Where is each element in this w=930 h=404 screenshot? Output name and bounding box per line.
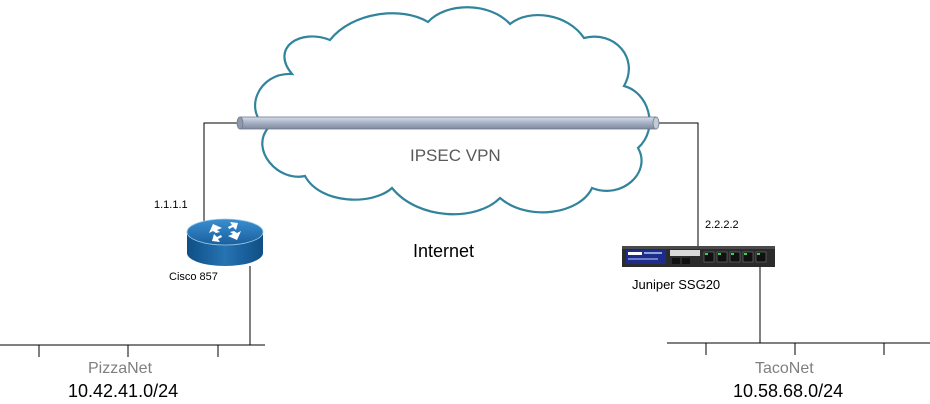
wan-link-juniper [655,122,699,246]
firewall-appliance-icon [622,246,775,267]
pizzanet-lan-subnet: 10.42.41.0/24 [68,381,179,401]
router-icon [186,218,264,266]
cloud-icon [254,6,651,216]
internet-label: Internet [413,241,475,261]
taconet-lan-subnet: 10.58.68.0/24 [733,381,844,401]
vpn-tunnel [236,116,660,130]
lan-segment-taconet [667,342,930,355]
cisco-wan-ip: 1.1.1.1 [154,199,188,211]
juniper-device-name: Juniper SSG20 [632,277,721,292]
pizzanet-lan-name: PizzaNet [88,360,153,377]
cisco-router-name: Cisco 857 [169,271,218,283]
juniper-wan-ip: 2.2.2.2 [705,219,739,231]
cloud-label: IPSEC VPN [410,146,501,165]
wan-link-cisco [203,122,241,222]
lan-segment-pizzanet [0,344,265,357]
taconet-lan-name: TacoNet [755,360,814,377]
